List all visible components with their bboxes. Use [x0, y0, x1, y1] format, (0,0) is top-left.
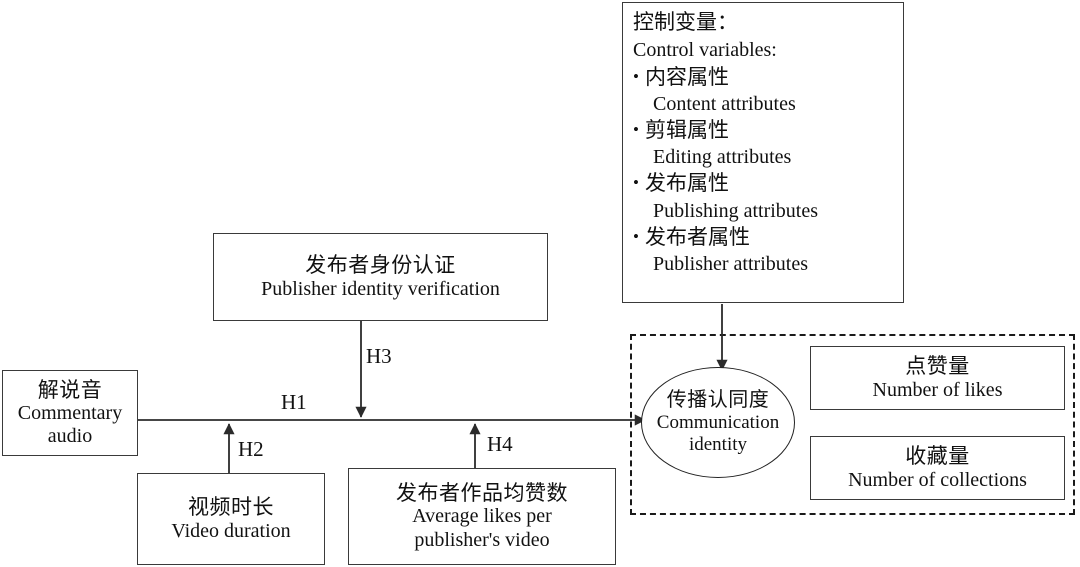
- hypothesis-label-h3: H3: [366, 344, 392, 368]
- node-label-cn: 解说音: [37, 377, 103, 402]
- node-communication-identity: 传播认同度 Communication identity: [641, 367, 795, 478]
- control-variable-item: • 剪辑属性 Editing attributes: [633, 117, 895, 170]
- bullet-icon: •: [633, 66, 639, 86]
- control-variables-title-en: Control variables:: [633, 38, 777, 61]
- hypothesis-label-h2: H2: [238, 437, 264, 461]
- node-average-likes-per-publisher-video: 发布者作品均赞数 Average likes per publisher's v…: [348, 468, 616, 565]
- node-label-en-line2: publisher's video: [414, 528, 550, 551]
- node-label-en: Number of collections: [848, 468, 1027, 491]
- hypothesis-label-h4: H4: [487, 432, 513, 456]
- node-label-en-line2: identity: [688, 433, 748, 455]
- node-label-cn: 收藏量: [905, 444, 970, 469]
- node-publisher-identity-verification: 发布者身份认证 Publisher identity verification: [213, 233, 548, 321]
- node-label-en: Video duration: [171, 519, 291, 542]
- control-variable-item: • 发布属性 Publishing attributes: [633, 170, 895, 223]
- node-number-of-collections: 收藏量 Number of collections: [810, 436, 1065, 500]
- node-label-cn: 视频时长: [188, 495, 274, 520]
- control-variables-panel: 控制变量： Control variables: • 内容属性 Content …: [622, 2, 904, 303]
- control-variable-label-en: Editing attributes: [653, 146, 792, 169]
- outcome-group-dashed-border: [630, 334, 1075, 515]
- node-label-cn: 发布者身份认证: [305, 253, 456, 278]
- control-variable-item: • 发布者属性 Publisher attributes: [633, 224, 895, 277]
- control-variable-label-cn: 发布属性: [644, 171, 729, 196]
- node-label-en: Number of likes: [872, 378, 1003, 401]
- node-label-en-line1: Commentary: [17, 401, 123, 424]
- node-label-en-line2: audio: [47, 425, 93, 448]
- node-label-cn: 发布者作品均赞数: [396, 481, 568, 506]
- control-variable-label-cn: 内容属性: [644, 64, 729, 89]
- bullet-icon: •: [633, 226, 639, 246]
- control-variable-label-cn: 发布者属性: [644, 224, 750, 249]
- node-commentary-audio: 解说音 Commentary audio: [2, 370, 138, 456]
- control-variables-title-cn: 控制变量：: [633, 10, 738, 34]
- control-variable-item: • 内容属性 Content attributes: [633, 64, 895, 117]
- control-variable-label-en: Content attributes: [653, 93, 796, 116]
- bullet-icon: •: [633, 120, 639, 140]
- node-label-en-line1: Average likes per: [412, 505, 552, 528]
- hypothesis-label-h1: H1: [281, 390, 307, 414]
- node-label-en: Publisher identity verification: [261, 277, 500, 300]
- node-number-of-likes: 点赞量 Number of likes: [810, 346, 1065, 410]
- node-video-duration: 视频时长 Video duration: [137, 473, 325, 565]
- node-label-en-line1: Communication: [656, 412, 780, 434]
- node-label-cn: 点赞量: [905, 354, 970, 379]
- node-label-cn: 传播认同度: [666, 389, 770, 412]
- control-variable-label-cn: 剪辑属性: [644, 118, 729, 143]
- control-variable-label-en: Publisher attributes: [653, 252, 808, 275]
- bullet-icon: •: [633, 173, 639, 193]
- control-variable-label-en: Publishing attributes: [653, 199, 818, 222]
